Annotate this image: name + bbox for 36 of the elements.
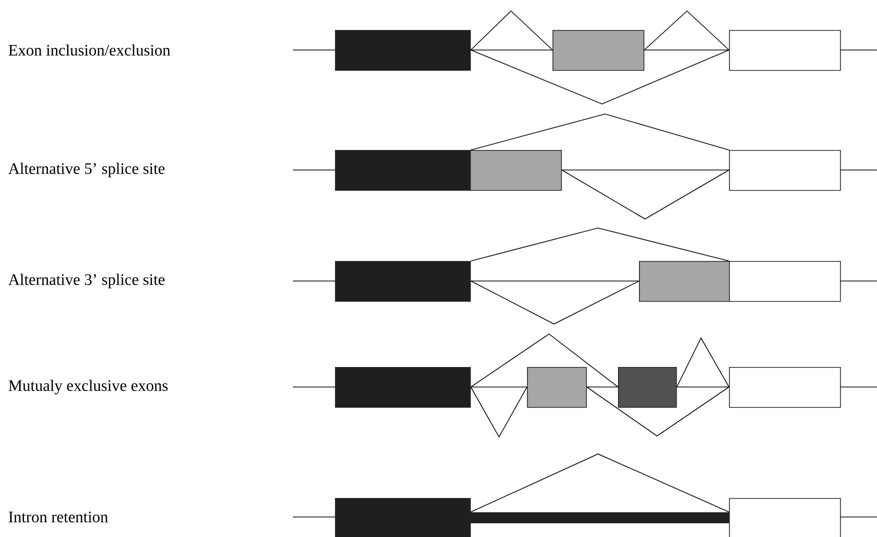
exon-box bbox=[729, 498, 841, 537]
exon-box bbox=[729, 30, 841, 71]
exon-box bbox=[729, 261, 841, 302]
row-label: Mutualy exclusive exons bbox=[8, 380, 168, 394]
exon-box bbox=[335, 30, 471, 71]
exon-box bbox=[527, 367, 587, 408]
exon-box bbox=[639, 261, 730, 302]
exon-box bbox=[729, 150, 841, 191]
intron-line bbox=[470, 280, 640, 282]
splice-line bbox=[470, 334, 618, 388]
splice-line bbox=[470, 50, 730, 104]
exon-box bbox=[335, 367, 471, 408]
exon-box bbox=[335, 150, 471, 191]
exon-box bbox=[618, 367, 677, 408]
splice-line bbox=[470, 228, 730, 262]
splice-line bbox=[470, 114, 730, 150]
exon-box bbox=[335, 498, 471, 537]
exon-box bbox=[335, 261, 471, 302]
intron-line bbox=[470, 386, 528, 388]
row-label: Alternative 3’ splice site bbox=[8, 274, 164, 288]
exon-box bbox=[552, 30, 644, 71]
splice-line bbox=[586, 386, 730, 436]
splice-line bbox=[470, 386, 528, 438]
splice-line bbox=[676, 337, 730, 388]
splice-line bbox=[470, 10, 553, 50]
splice-line bbox=[561, 170, 730, 220]
row-label: Exon inclusion/exclusion bbox=[8, 44, 170, 56]
row-label: Alternative 5’ splice site bbox=[8, 162, 164, 178]
splice-line bbox=[644, 10, 730, 50]
intron-line bbox=[676, 386, 730, 388]
exon-box bbox=[729, 367, 841, 408]
row-label: Intron retention bbox=[8, 512, 108, 522]
exon-box bbox=[470, 150, 562, 191]
retained-intron-bar bbox=[470, 512, 730, 524]
intron-line bbox=[586, 386, 618, 388]
splice-line bbox=[470, 280, 640, 324]
